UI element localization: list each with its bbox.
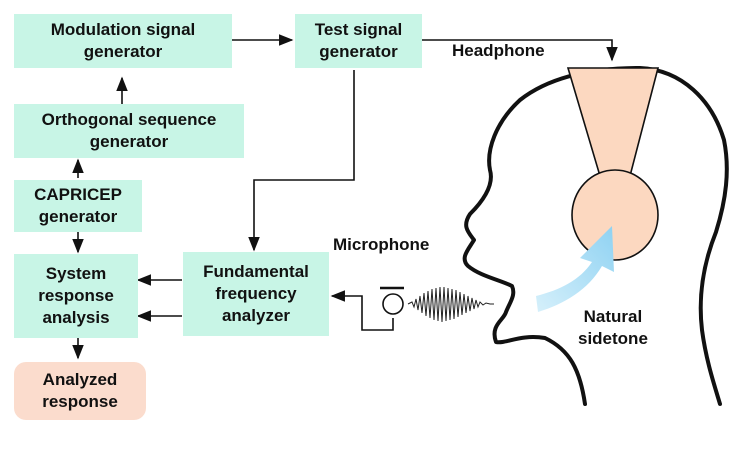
- arrow-test-to-headphone: [422, 39, 618, 62]
- microphone-icon: [380, 286, 404, 315]
- arrow-test-to-f0: [248, 70, 355, 252]
- arrow-microphone-to-f0: [330, 290, 394, 331]
- headphone-label: Headphone: [452, 41, 545, 60]
- head-silhouette: [462, 66, 729, 406]
- orthogonal-sequence-generator-block: Orthogonal sequence generator: [14, 104, 244, 158]
- natural-sidetone-label: Natural sidetone: [578, 307, 648, 348]
- speech-waveform: [407, 286, 494, 323]
- microphone-label: Microphone: [333, 235, 430, 254]
- modulation-signal-generator-block: Modulation signal generator: [14, 14, 232, 68]
- system-response-analysis-block: System response analysis: [14, 254, 138, 338]
- capricep-generator-block: CAPRICEP generator: [14, 180, 142, 232]
- headphone-icon: [566, 67, 660, 261]
- test-signal-generator-block: Test signal generator: [295, 14, 422, 68]
- analyzed-response-block: Analyzed response: [14, 362, 146, 420]
- fundamental-frequency-analyzer-block: Fundamental frequency analyzer: [183, 252, 329, 336]
- sidetone-arrow: [536, 226, 614, 312]
